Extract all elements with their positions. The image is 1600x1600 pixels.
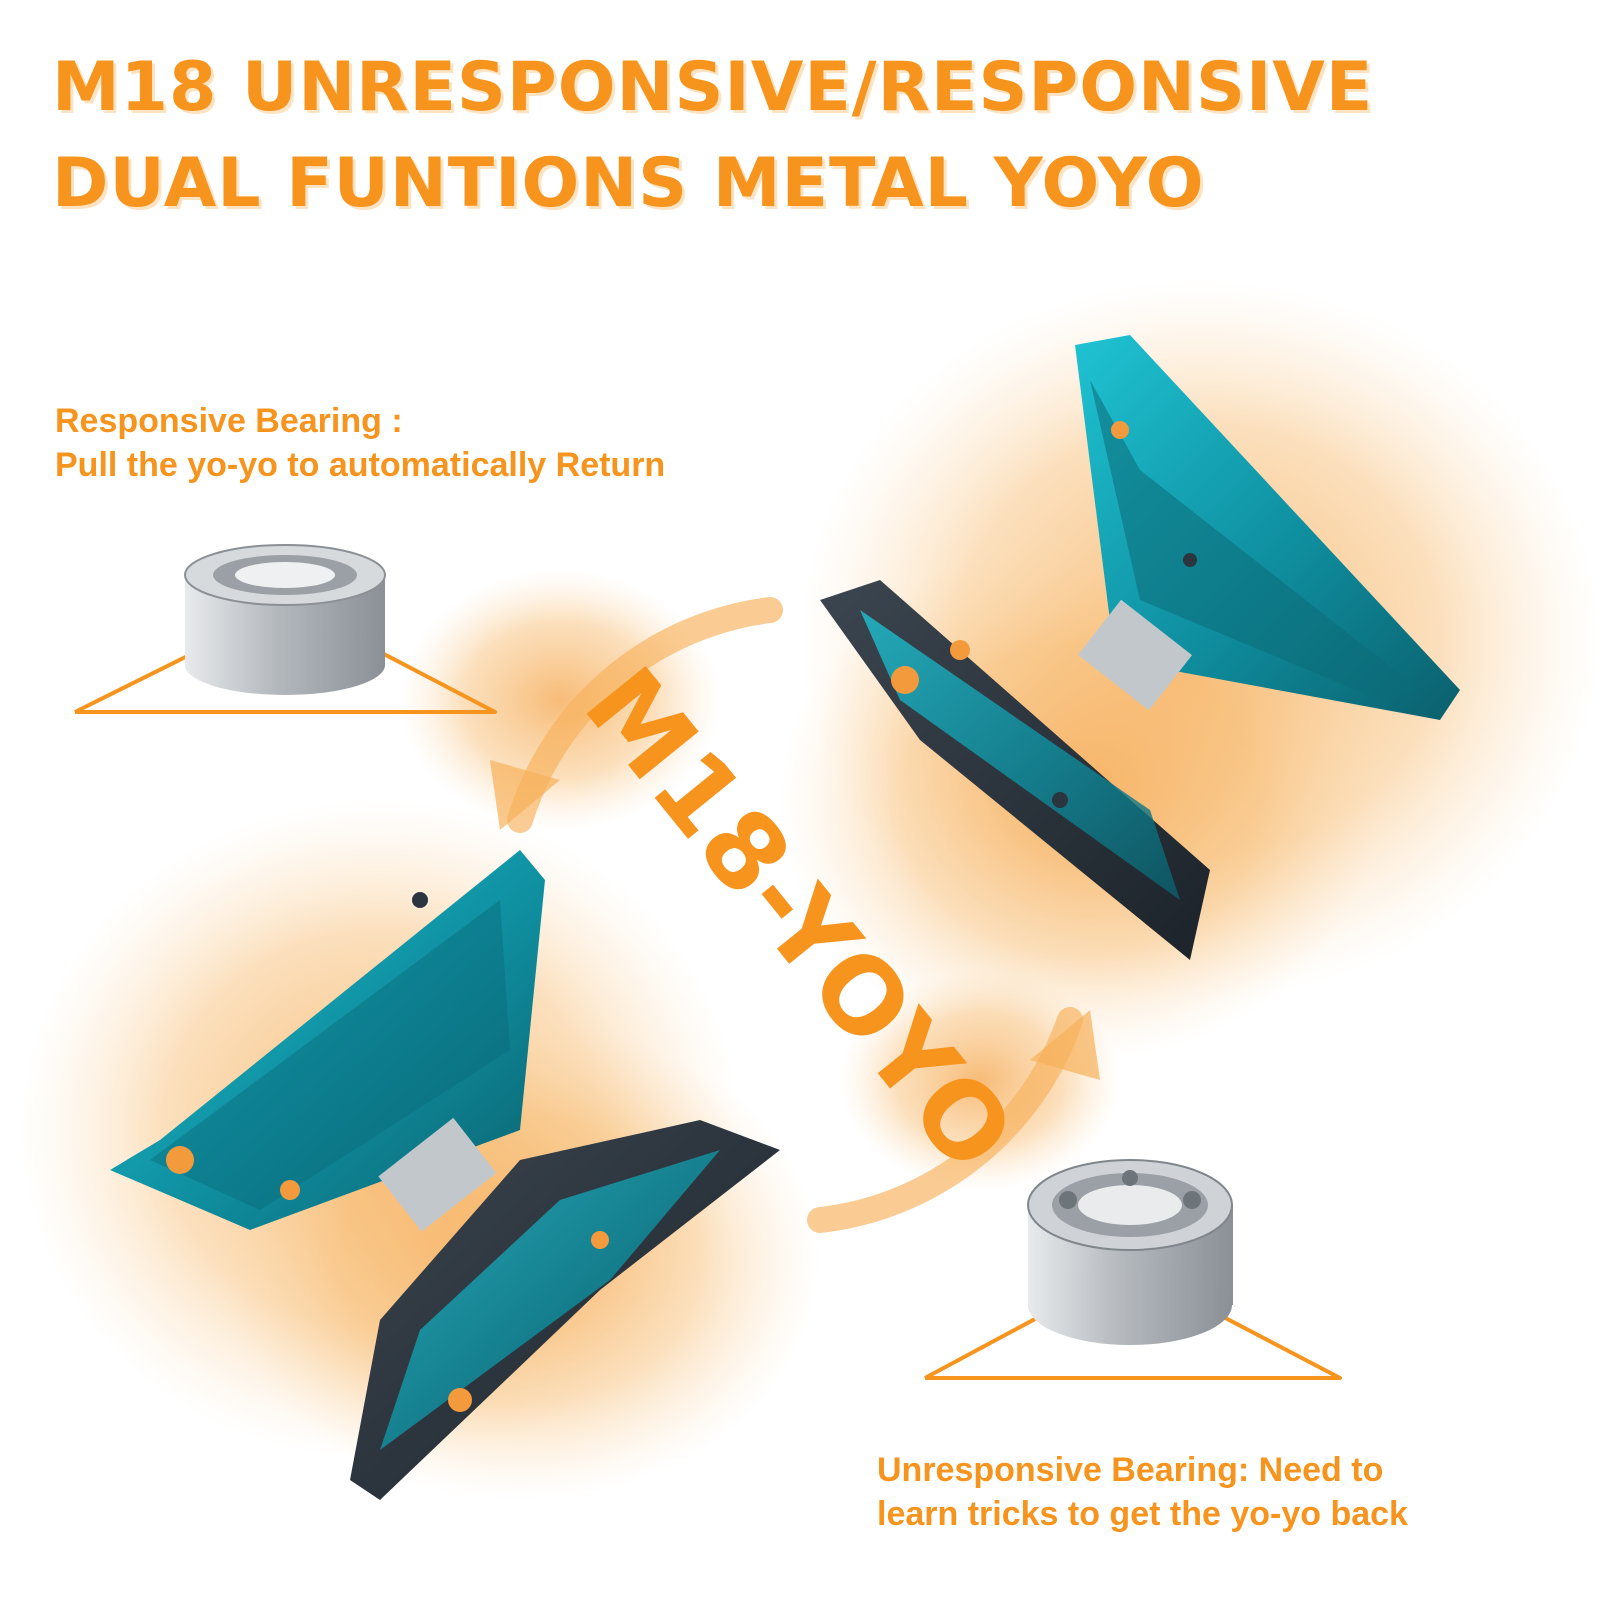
headline-line-2: DUAL FUNTIONS METAL YOYO xyxy=(52,144,1205,223)
arrow-head-right-icon xyxy=(1030,1010,1100,1080)
yoyo-upper-right xyxy=(820,335,1460,960)
unresponsive-bearing-description: learn tricks to get the yo-yo back xyxy=(877,1495,1408,1533)
responsive-bearing-description: Pull the yo-yo to automatically Return xyxy=(55,446,666,484)
arrow-head-left-icon xyxy=(490,760,560,830)
headline-line-1: M18 UNRESPONSIVE/RESPONSIVE xyxy=(52,48,1374,127)
yoyo-lower-left xyxy=(110,850,780,1500)
responsive-bearing-title: Responsive Bearing : xyxy=(55,402,403,440)
unresponsive-bearing-image xyxy=(924,1159,1342,1380)
headline: M18 UNRESPONSIVE/RESPONSIVE DUAL FUNTION… xyxy=(52,40,1373,232)
responsive-bearing-caption: Responsive Bearing : Pull the yo-yo to a… xyxy=(55,399,665,487)
responsive-bearing-image xyxy=(74,544,497,714)
unresponsive-bearing-caption: Unresponsive Bearing: Need to learn tric… xyxy=(877,1448,1408,1536)
unresponsive-bearing-title: Unresponsive Bearing: Need to xyxy=(877,1451,1384,1489)
